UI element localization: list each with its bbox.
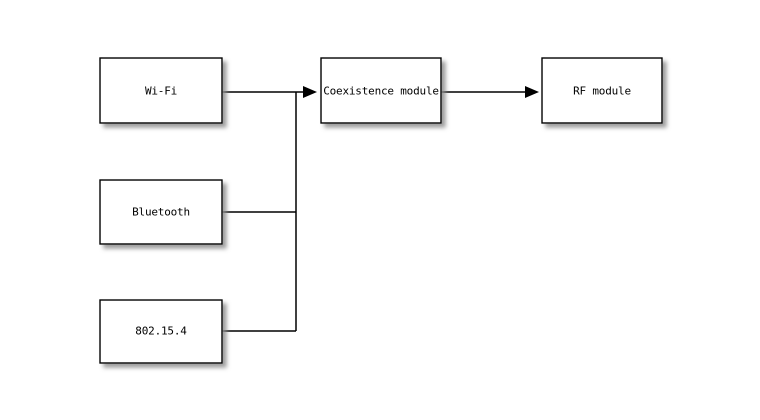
node-bluetooth-label: Bluetooth xyxy=(132,206,190,219)
node-rf-module[interactable]: RF module xyxy=(541,57,663,124)
node-wifi[interactable]: Wi-Fi xyxy=(99,57,223,124)
node-wifi-rect xyxy=(99,57,223,124)
node-802-15-4-rect xyxy=(99,299,223,364)
node-wifi-label: Wi-Fi xyxy=(145,85,177,98)
node-coexistence-module-rect xyxy=(320,57,442,124)
arrowhead-into-coexistence xyxy=(303,86,317,98)
node-bluetooth-rect xyxy=(99,179,223,245)
node-coexistence-module-label: Coexistence module xyxy=(323,85,439,98)
node-bluetooth[interactable]: Bluetooth xyxy=(99,179,223,245)
node-rf-module-rect xyxy=(541,57,663,124)
node-coexistence-module[interactable]: Coexistence module xyxy=(320,57,442,124)
node-802-15-4[interactable]: 802.15.4 xyxy=(99,299,223,364)
arrowhead-into-rf-module xyxy=(525,86,539,98)
node-802-15-4-label: 802.15.4 xyxy=(135,325,187,338)
node-rf-module-label: RF module xyxy=(573,85,631,98)
